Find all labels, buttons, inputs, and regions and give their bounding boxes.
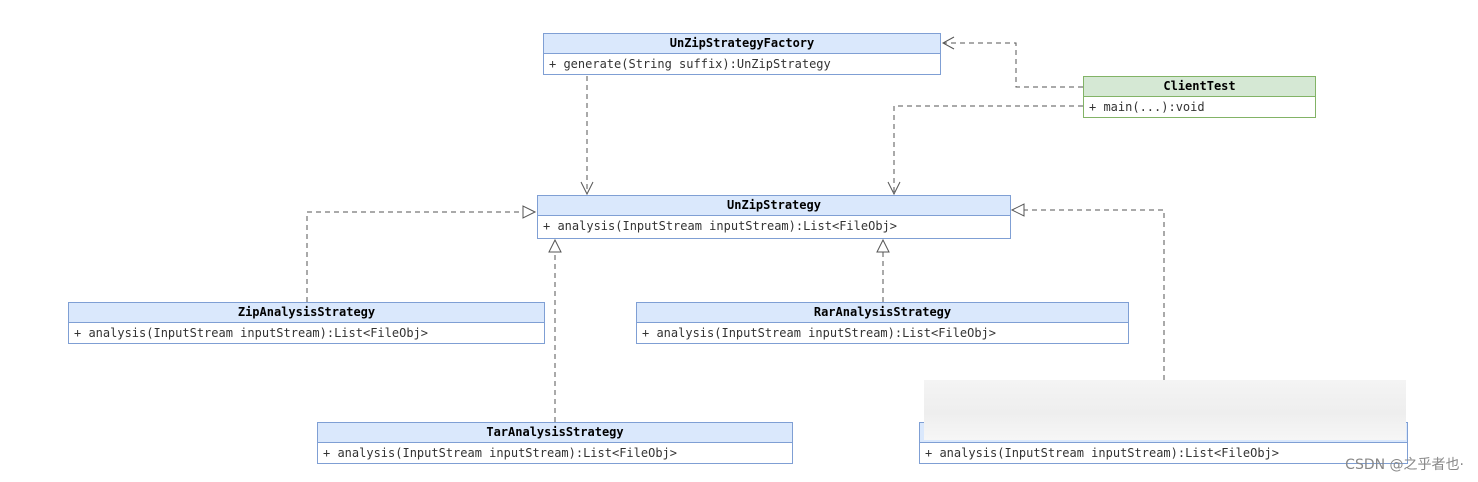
- class-name: RarAnalysisStrategy: [637, 303, 1128, 323]
- triangle-rar: [876, 238, 890, 253]
- class-method: + analysis(InputStream inputStream):List…: [642, 326, 997, 340]
- arrowhead-factory-open: [941, 36, 955, 50]
- class-client-test[interactable]: ClientTest + main(...):void: [1083, 76, 1316, 118]
- class-name: UnZipStrategy: [538, 196, 1010, 216]
- triangle-tar: [548, 238, 562, 253]
- class-unzip-strategy[interactable]: UnZipStrategy + analysis(InputStream inp…: [537, 195, 1011, 239]
- class-rar-analysis-strategy[interactable]: RarAnalysisStrategy + analysis(InputStre…: [636, 302, 1129, 344]
- class-name: TarAnalysisStrategy: [318, 423, 792, 443]
- class-unzip-strategy-factory[interactable]: UnZipStrategyFactory + generate(String s…: [543, 33, 941, 75]
- arrowhead-factory-strategy-open: [580, 181, 594, 196]
- realization-hidden: [1024, 209, 1165, 380]
- class-method: + analysis(InputStream inputStream):List…: [543, 219, 898, 233]
- arrowhead-client-strategy-open: [887, 181, 901, 196]
- dependency-client-to-factory: [944, 42, 1083, 88]
- realization-zip: [306, 211, 523, 302]
- triangle-zip: [522, 205, 537, 219]
- class-name: ClientTest: [1084, 77, 1315, 97]
- class-method: + main(...):void: [1089, 100, 1205, 114]
- dependency-client-to-strategy: [893, 105, 1083, 192]
- class-zip-analysis-strategy[interactable]: ZipAnalysisStrategy + analysis(InputStre…: [68, 302, 545, 344]
- class-tar-analysis-strategy[interactable]: TarAnalysisStrategy + analysis(InputStre…: [317, 422, 793, 464]
- class-method: + analysis(InputStream inputStream):List…: [323, 446, 678, 460]
- obscured-region: [924, 380, 1406, 440]
- class-name: UnZipStrategyFactory: [544, 34, 940, 54]
- class-method: + generate(String suffix):UnZipStrategy: [549, 57, 831, 71]
- class-method: + analysis(InputStream inputStream):List…: [925, 446, 1280, 460]
- watermark-text: CSDN @之乎者也·: [1345, 457, 1464, 473]
- class-name: ZipAnalysisStrategy: [69, 303, 544, 323]
- class-method: + analysis(InputStream inputStream):List…: [74, 326, 429, 340]
- triangle-hidden: [1010, 203, 1025, 217]
